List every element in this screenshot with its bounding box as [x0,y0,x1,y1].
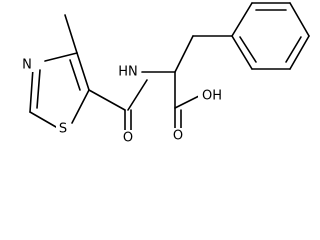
oh-label-bg [198,88,226,104]
ring-bond-n-c2 [29,67,34,113]
atom-n: N [22,58,32,73]
bond-c5-carbonyl [88,89,126,111]
bond-alpha-ch2 [174,35,194,73]
ring-bond-c2-s [29,111,57,128]
ring-bond-n-c2-inner [36,69,41,109]
atom-o-amide: O [123,131,133,146]
structure-diagram: N S O HN O OH [20,2,310,146]
atom-oh: OH [202,89,222,104]
ring-bond-c4-c5 [76,52,90,91]
ring-bond-s-c5 [71,89,90,124]
n-label-bg [20,56,34,72]
phenyl-bond-3 [289,2,310,37]
nh-label-bg [115,64,141,80]
ring-bond-c4-n [44,52,78,62]
bond-acid-oh [174,95,200,109]
atom-s: S [59,122,67,137]
structure-svg: N S O HN O OH [20,2,310,146]
phenyl-bond-1 [231,2,253,37]
bond-carbonyl-nh [127,79,148,111]
methyl-bond [64,14,78,54]
o-amide-label-bg [120,130,136,146]
phenyl-bond-6 [231,35,253,70]
atom-o-acid: O [173,129,183,144]
atom-nh: HN [118,65,138,80]
phenyl-bond-4 [289,35,310,70]
phenyl-inner-2 [285,36,302,63]
s-label-bg [56,121,70,137]
phenyl-inner-3 [239,36,257,63]
ring-bond-c4-c5-inner [69,59,81,91]
o-acid-label-bg [170,128,186,144]
